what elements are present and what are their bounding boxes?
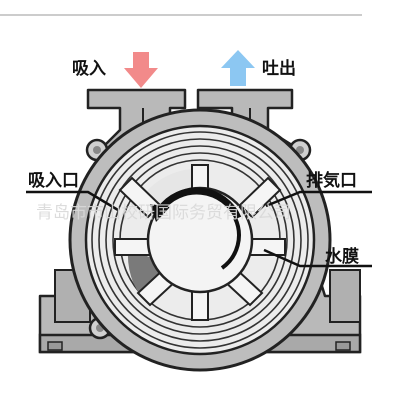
watermark-text: 青岛市市山校研国际务贸有限公司: [36, 203, 291, 223]
discharge-arrow-icon: [221, 50, 255, 86]
leader-lines: [26, 190, 372, 268]
suction-port-label: 吸入口: [28, 171, 79, 191]
discharge-label: 吐出: [262, 58, 296, 79]
suction-arrow-icon: [124, 52, 158, 88]
exhaust-port-label: 排気口: [306, 170, 357, 191]
water-film-label: 水膜: [325, 246, 359, 267]
top-divider: [0, 14, 362, 16]
impeller-hub: [146, 186, 254, 294]
suction-label: 吸入: [72, 59, 106, 79]
